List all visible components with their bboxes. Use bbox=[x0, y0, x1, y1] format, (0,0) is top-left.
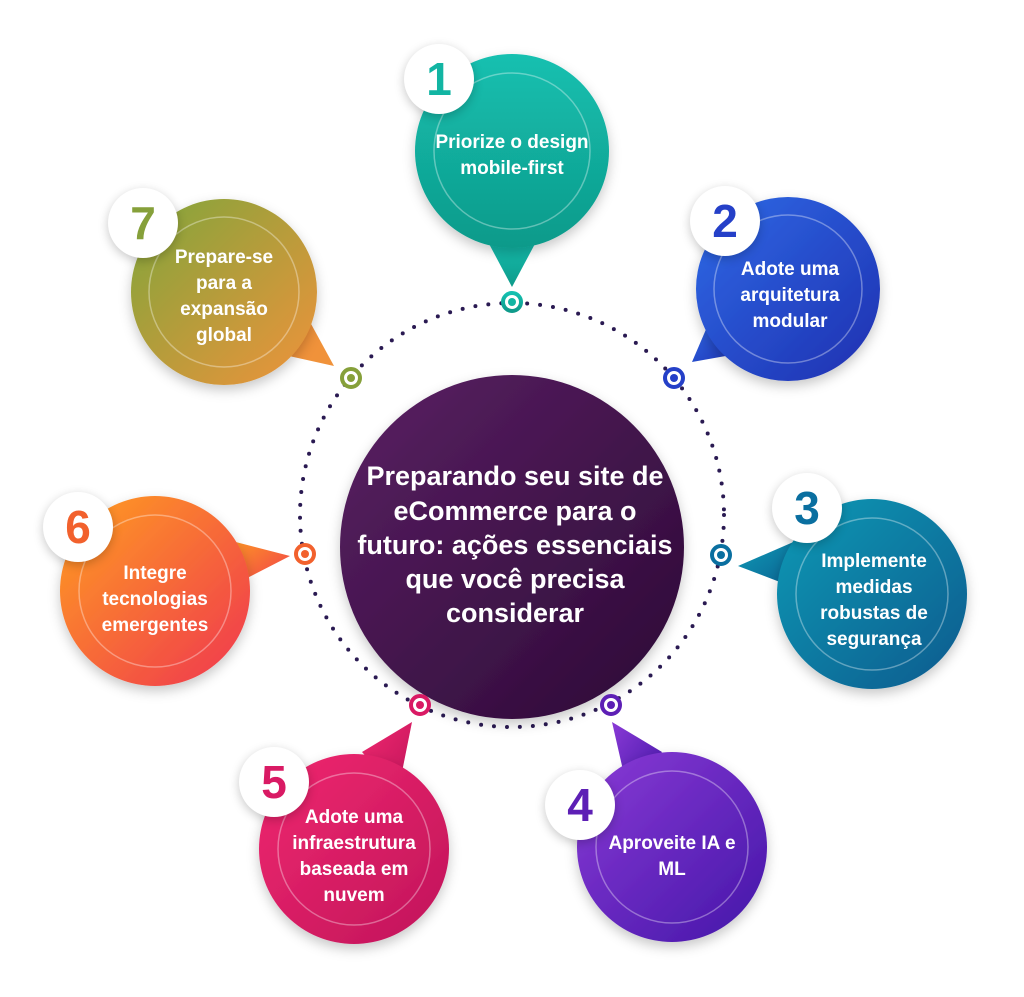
step-5-bubble bbox=[259, 694, 449, 944]
step-5-inner-ring bbox=[277, 772, 431, 926]
step-7-label: Prepare-se para a expansão global bbox=[174, 247, 274, 346]
step-1-number: 1 bbox=[404, 44, 474, 114]
step-4-bubble bbox=[577, 694, 767, 942]
step-1-label: Priorize o design mobile-first bbox=[435, 132, 589, 179]
step-7-pointer bbox=[280, 322, 334, 366]
step-3-bubble bbox=[710, 499, 967, 689]
step-5-number: 5 bbox=[239, 747, 309, 817]
step-2-label: Adote uma arquitetura modular bbox=[740, 259, 840, 332]
step-7-inner-ring bbox=[148, 216, 300, 368]
dotted-ring bbox=[298, 301, 726, 729]
step-1-pointer bbox=[487, 240, 537, 287]
step-2-number: 2 bbox=[690, 186, 760, 256]
step-3-inner-ring bbox=[795, 517, 949, 671]
center-title: Preparando seu site de eCommerce para o … bbox=[357, 461, 673, 629]
step-5-label: Adote uma infraestrutura baseada em nuve… bbox=[292, 807, 416, 906]
step-6-inner-ring bbox=[78, 514, 232, 668]
step-6-number: 6 bbox=[43, 492, 113, 562]
step-7-bubble bbox=[131, 199, 362, 389]
step-1-inner-ring bbox=[433, 72, 591, 230]
step-3-label: Implemente medidas robustas de segurança bbox=[820, 551, 928, 650]
step-7-number: 7 bbox=[108, 188, 178, 258]
step-2-inner-ring bbox=[713, 214, 863, 364]
center-circle bbox=[340, 375, 684, 719]
step-4-label: Aproveite IA e ML bbox=[608, 833, 736, 880]
step-4-number: 4 bbox=[545, 770, 615, 840]
step-3-number: 3 bbox=[772, 473, 842, 543]
step-6-label: Integre tecnologias emergentes bbox=[101, 563, 209, 636]
step-4-inner-ring bbox=[595, 770, 749, 924]
